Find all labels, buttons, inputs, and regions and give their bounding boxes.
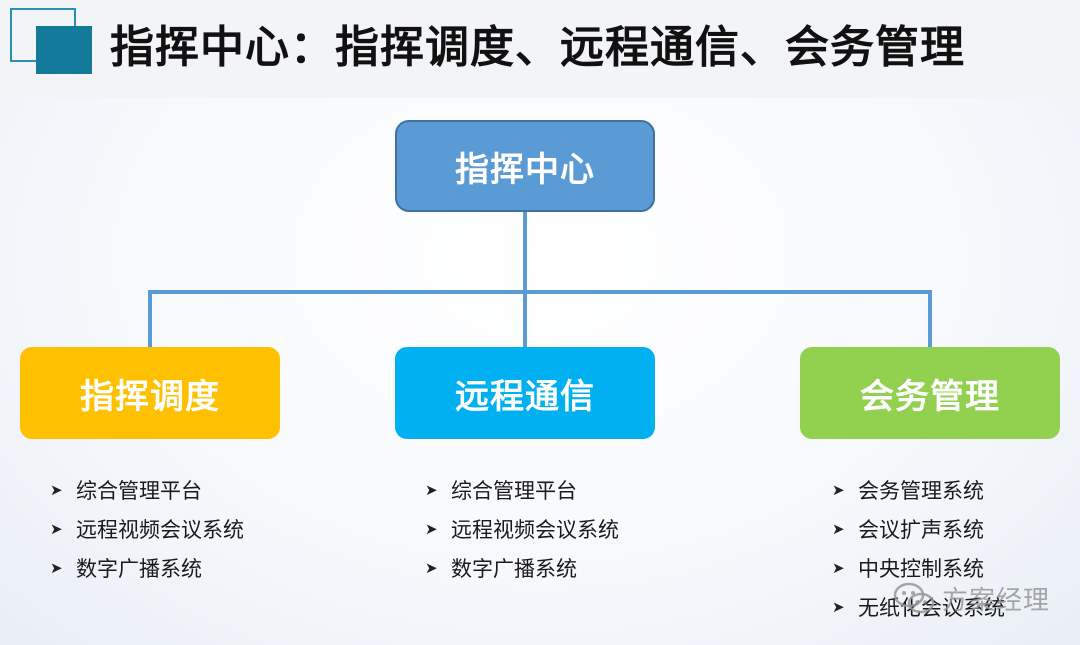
list-item: ➤ 数字广播系统 — [50, 548, 244, 587]
communication-items-list: ➤ 综合管理平台 ➤ 远程视频会议系统 ➤ 数字广播系统 — [425, 470, 619, 587]
list-item: ➤ 数字广播系统 — [425, 548, 619, 587]
arrowhead-bullet-icon: ➤ — [832, 480, 845, 499]
branch-communication-label: 远程通信 — [455, 376, 595, 417]
list-item: ➤ 综合管理平台 — [425, 470, 619, 509]
list-item-label: 远程视频会议系统 — [76, 517, 244, 542]
branch-node-command: 指挥调度 — [20, 347, 280, 439]
root-node: 指挥中心 — [395, 120, 655, 212]
branch-command-label: 指挥调度 — [80, 376, 220, 417]
arrowhead-bullet-icon: ➤ — [50, 558, 63, 577]
list-item-label: 数字广播系统 — [451, 556, 577, 581]
list-item: ➤ 会议扩声系统 — [832, 509, 1005, 548]
list-item-label: 综合管理平台 — [76, 478, 202, 503]
list-item-label: 无纸化会议系统 — [858, 595, 1005, 620]
left-drop-connector — [148, 290, 152, 347]
list-item-label: 会务管理系统 — [858, 478, 984, 503]
page-title: 指挥中心：指挥调度、远程通信、会务管理 — [110, 22, 965, 73]
right-drop-connector — [928, 290, 932, 347]
arrowhead-bullet-icon: ➤ — [425, 480, 438, 499]
list-item: ➤ 综合管理平台 — [50, 470, 244, 509]
branch-meeting-label: 会务管理 — [860, 376, 1000, 417]
list-item: ➤ 无纸化会议系统 — [832, 587, 1005, 626]
arrowhead-bullet-icon: ➤ — [832, 519, 845, 538]
root-node-label: 指挥中心 — [455, 149, 595, 190]
list-item-label: 会议扩声系统 — [858, 517, 984, 542]
arrowhead-bullet-icon: ➤ — [425, 519, 438, 538]
branch-node-communication: 远程通信 — [395, 347, 655, 439]
list-item-label: 数字广播系统 — [76, 556, 202, 581]
arrowhead-bullet-icon: ➤ — [832, 597, 845, 616]
horizontal-connector — [148, 290, 932, 294]
command-items-list: ➤ 综合管理平台 ➤ 远程视频会议系统 ➤ 数字广播系统 — [50, 470, 244, 587]
root-vertical-connector — [523, 212, 527, 347]
list-item-label: 综合管理平台 — [451, 478, 577, 503]
list-item: ➤ 会务管理系统 — [832, 470, 1005, 509]
arrowhead-bullet-icon: ➤ — [50, 480, 63, 499]
meeting-items-list: ➤ 会务管理系统 ➤ 会议扩声系统 ➤ 中央控制系统 ➤ 无纸化会议系统 — [832, 470, 1005, 626]
list-item-label: 远程视频会议系统 — [451, 517, 619, 542]
branch-node-meeting: 会务管理 — [800, 347, 1060, 439]
arrowhead-bullet-icon: ➤ — [832, 558, 845, 577]
list-item: ➤ 远程视频会议系统 — [50, 509, 244, 548]
list-item: ➤ 中央控制系统 — [832, 548, 1005, 587]
title-square-accent — [36, 26, 92, 74]
title-bar: 指挥中心：指挥调度、远程通信、会务管理 — [0, 0, 1080, 98]
arrowhead-bullet-icon: ➤ — [50, 519, 63, 538]
list-item-label: 中央控制系统 — [858, 556, 984, 581]
list-item: ➤ 远程视频会议系统 — [425, 509, 619, 548]
arrowhead-bullet-icon: ➤ — [425, 558, 438, 577]
